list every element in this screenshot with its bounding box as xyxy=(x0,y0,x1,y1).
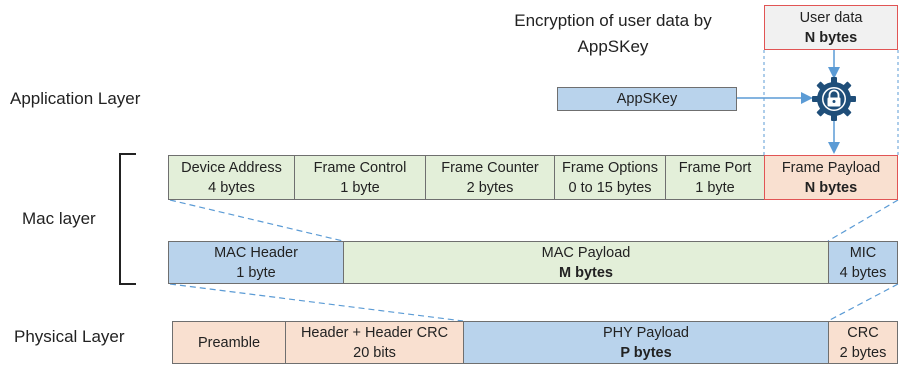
field-size: 1 byte xyxy=(340,179,380,196)
frame-options-field: Frame Options 0 to 15 bytes xyxy=(554,155,666,200)
map-mac-to-phypayload-right xyxy=(827,283,899,322)
appskey-label: AppSKey xyxy=(616,91,678,107)
mac-header-field: MAC Header 1 byte xyxy=(168,241,344,284)
header-crc-field: Header + Header CRC 20 bits xyxy=(285,321,464,364)
field-size: 1 byte xyxy=(236,264,276,281)
field-size: 20 bits xyxy=(353,344,396,361)
field-name: Frame Port xyxy=(678,159,752,176)
field-name: Frame Payload xyxy=(781,159,881,176)
encryption-caption-line1: Encryption of user data by xyxy=(514,11,712,30)
mac-layer-bracket xyxy=(119,153,136,285)
frame-counter-field: Frame Counter 2 bytes xyxy=(425,155,555,200)
map-frame-to-macpayload-left xyxy=(169,199,344,242)
physical-layer-label: Physical Layer xyxy=(14,327,125,346)
field-name: Preamble xyxy=(197,334,261,351)
encryption-caption-line2: AppSKey xyxy=(577,37,649,56)
field-size: 2 bytes xyxy=(839,344,887,361)
field-name: Header + Header CRC xyxy=(300,324,449,341)
device-address-field: Device Address 4 bytes xyxy=(168,155,295,200)
field-size: 0 to 15 bytes xyxy=(568,179,652,196)
frame-payload-field: Frame Payload N bytes xyxy=(764,155,898,200)
field-size: 1 byte xyxy=(695,179,735,196)
user-data-size: N bytes xyxy=(804,29,858,46)
frame-port-field: Frame Port 1 byte xyxy=(665,155,765,200)
field-name: Device Address xyxy=(181,159,282,176)
map-mac-to-phypayload-left xyxy=(169,283,464,322)
field-name: MIC xyxy=(849,244,877,261)
user-data-label: User data xyxy=(799,9,863,26)
crc-field: CRC 2 bytes xyxy=(828,321,898,364)
field-size: 4 bytes xyxy=(839,264,887,281)
field-size: P bytes xyxy=(620,344,672,361)
frame-control-field: Frame Control 1 byte xyxy=(294,155,426,200)
mic-field: MIC 4 bytes xyxy=(828,241,898,284)
field-size: 2 bytes xyxy=(466,179,514,196)
application-layer-label: Application Layer xyxy=(10,89,141,108)
field-name: Frame Counter xyxy=(441,159,539,176)
field-name: Frame Options xyxy=(562,159,658,176)
appskey-box: AppSKey xyxy=(557,87,737,111)
encryption-caption: Encryption of user data by AppSKey xyxy=(488,8,738,60)
preamble-field: Preamble xyxy=(172,321,286,364)
field-name: MAC Payload xyxy=(541,244,631,261)
padlock-gear-icon xyxy=(811,76,857,122)
field-size: M bytes xyxy=(559,264,613,281)
mac-layer-label: Mac layer xyxy=(22,209,96,228)
field-name: Frame Control xyxy=(313,159,407,176)
mac-payload-field: MAC Payload M bytes xyxy=(343,241,829,284)
user-data-box: User data N bytes xyxy=(764,5,898,50)
field-name: MAC Header xyxy=(214,244,298,261)
field-name: CRC xyxy=(847,324,879,341)
phy-payload-field: PHY Payload P bytes xyxy=(463,321,829,364)
field-size: 4 bytes xyxy=(208,179,255,196)
map-frame-to-macpayload-right xyxy=(827,199,899,242)
field-size: N bytes xyxy=(804,179,858,196)
field-name: PHY Payload xyxy=(603,324,689,341)
